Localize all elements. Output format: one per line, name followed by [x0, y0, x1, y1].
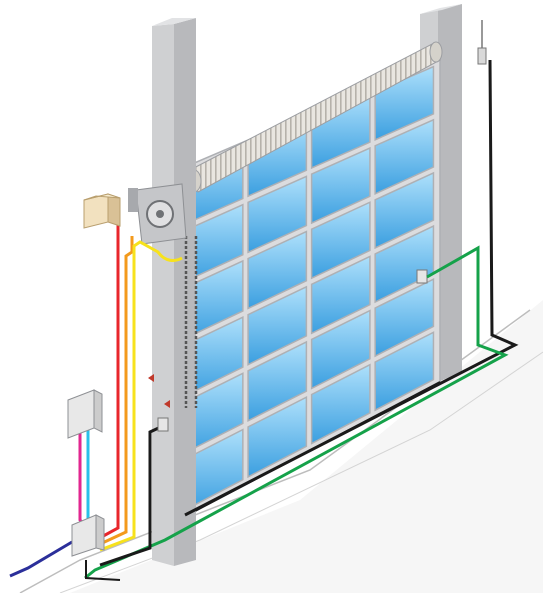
floor-junction [71, 514, 105, 557]
limit-switch-icon-2 [164, 400, 170, 408]
cable-black-floor [85, 560, 121, 581]
junction-box-side [95, 514, 105, 551]
photocell-right [416, 269, 428, 284]
beige-box-top [83, 193, 121, 201]
right-post-side [438, 4, 462, 382]
cable-orange [97, 236, 134, 547]
control-box-side [93, 389, 103, 433]
sectional-door [177, 56, 441, 522]
door-window-pane [310, 255, 371, 335]
cable-black-right [184, 59, 519, 517]
junction-box-icon [71, 514, 97, 557]
door-window-pane [310, 309, 371, 390]
limit-switch-icon [148, 374, 154, 382]
cable-red [95, 225, 120, 542]
photocell-icon [416, 269, 428, 284]
left-post [152, 18, 196, 566]
motor-housing [128, 188, 138, 212]
control-box-icon [67, 389, 95, 439]
door-window-pane [374, 118, 435, 196]
door-window-pane [310, 146, 371, 225]
junction-box [83, 193, 121, 229]
cable-blue [9, 540, 73, 578]
door-window-pane [247, 340, 308, 422]
door-window-pane [247, 230, 308, 310]
door-window-pane [247, 175, 308, 254]
floor-plane [0, 300, 543, 593]
beige-box-side [107, 193, 121, 227]
left-post-front [152, 24, 174, 566]
photocell-left [148, 374, 170, 432]
door-window-pane [374, 171, 435, 250]
door-window-pane [310, 363, 371, 445]
drive-motor [128, 183, 187, 245]
cable-green [84, 245, 509, 580]
cable-yellow [99, 240, 183, 552]
chain-loop [184, 236, 198, 408]
door-window-pane [247, 285, 308, 366]
motor-hub [156, 210, 164, 218]
drive-chain [184, 236, 198, 408]
door-window-pane [374, 277, 435, 358]
switch-icon [477, 47, 487, 65]
left-post-top [152, 18, 196, 26]
key-switch [477, 20, 487, 65]
door-window-pane [374, 65, 435, 141]
floor-edge-line-2 [59, 351, 543, 593]
cable-magenta [78, 432, 88, 528]
door-window-pane [310, 201, 371, 280]
control-unit [67, 389, 103, 439]
right-post-top [420, 4, 462, 14]
door-window-pane [374, 331, 435, 412]
spring-end-cap-right [429, 41, 443, 63]
door-window-pane [247, 395, 308, 479]
photocell-icon-left [157, 417, 169, 432]
